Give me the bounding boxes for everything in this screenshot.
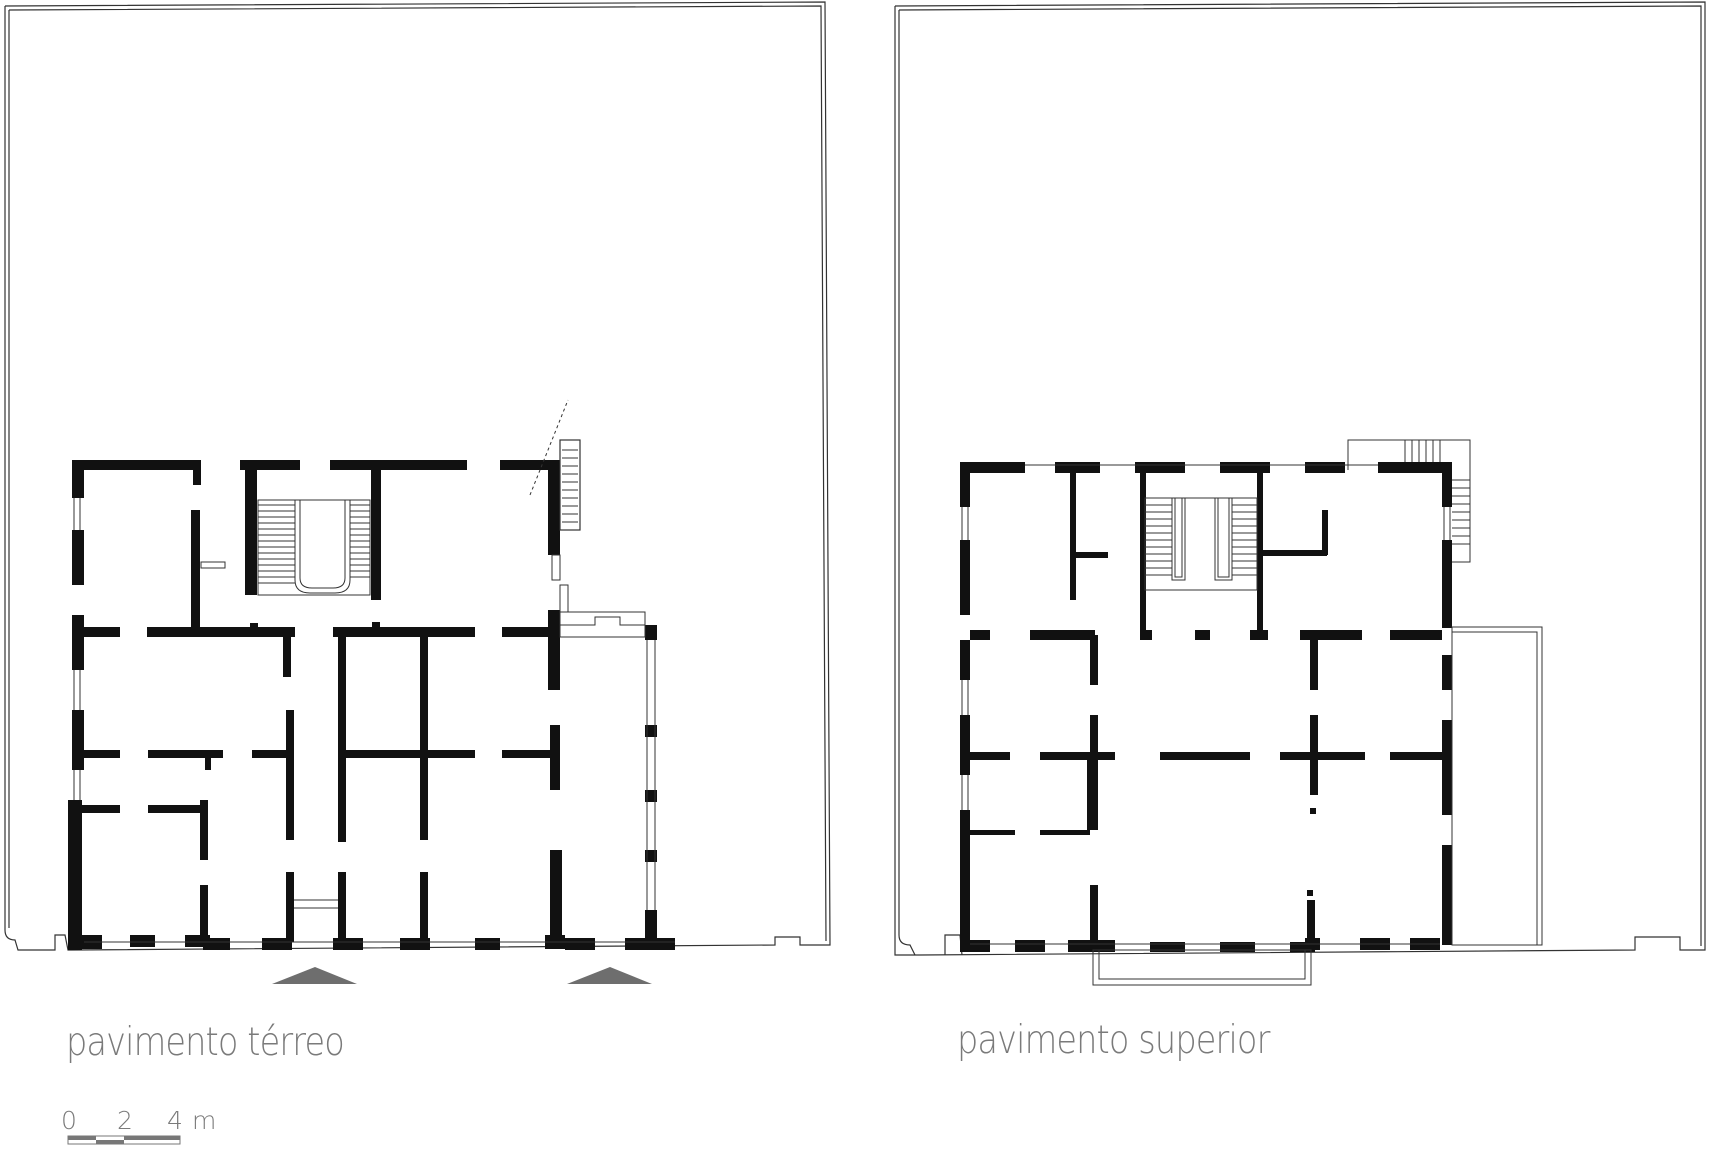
scale-tick-0: 0: [61, 1106, 77, 1135]
ground-site-boundary: [4, 1, 831, 951]
upper-walls: [960, 462, 1452, 952]
scale-tick-2: 2: [117, 1106, 133, 1135]
ground-entrance-arrows: [272, 967, 652, 984]
entrance-arrow-main: [272, 967, 357, 984]
upper-floor-label: pavimento superior: [957, 1018, 1270, 1063]
upper-floor-plan: [894, 1, 1706, 986]
ground-walls: [68, 439, 675, 950]
ground-floor-plan: [4, 1, 831, 984]
upper-site-boundary: [894, 1, 1706, 956]
ground-floor-label: pavimento térreo: [66, 1020, 345, 1065]
ground-outlines: [73, 498, 675, 943]
scale-unit: m: [192, 1106, 217, 1135]
ground-staircase: [257, 399, 578, 596]
scale-tick-4: 4: [167, 1106, 183, 1135]
scale-bar: [67, 1135, 181, 1145]
entrance-arrow-side: [567, 967, 652, 984]
upper-staircase: [961, 439, 1543, 986]
